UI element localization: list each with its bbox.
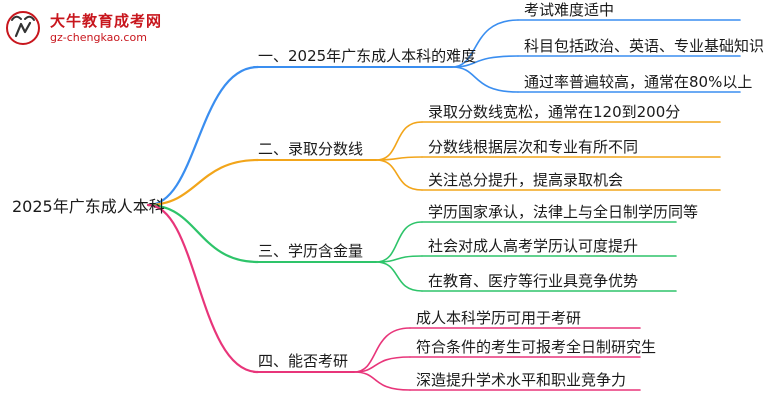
leaf-connector (451, 19, 519, 68)
leaf-connector (375, 221, 423, 263)
bull-logo-icon (6, 11, 40, 45)
leaf-connector (353, 356, 411, 373)
leaf-connector (451, 55, 519, 68)
branch-label: 二、录取分数线 (258, 140, 364, 158)
leaf-label: 符合条件的考生可报考全日制研究生 (416, 338, 657, 356)
leaf-label: 在教育、医疗等行业具竞争优势 (428, 272, 639, 290)
leaf-label: 关注总分提升，提高录取机会 (428, 171, 624, 189)
leaf-connector (353, 327, 411, 373)
leaf-connector (375, 159, 423, 191)
leaf-connector (375, 261, 423, 292)
branch-label: 四、能否考研 (258, 352, 349, 370)
leaf-label: 社会对成人高考学历认可度提升 (428, 237, 639, 255)
logo-url: gz-chengkao.com (50, 31, 147, 44)
root-topic: 2025年广东成人本科 (12, 197, 165, 216)
leaf-label: 通过率普遍较高，通常在80%以上 (524, 73, 753, 91)
leaf-label: 成人本科学历可用于考研 (416, 309, 582, 327)
leaf-label: 考试难度适中 (524, 1, 615, 19)
leaf-label: 录取分数线宽松，通常在120到200分 (428, 103, 681, 121)
branch-label: 三、学历含金量 (258, 242, 364, 260)
branch-connector (146, 203, 260, 264)
leaf-label: 科目包括政治、英语、专业基础知识 (524, 37, 764, 55)
leaf-connector (353, 371, 411, 391)
leaf-connector (375, 121, 423, 161)
branch-label: 一、2025年广东成人本科的难度 (258, 47, 477, 65)
leaf-label: 学历国家承认，法律上与全日制学历同等 (428, 203, 699, 221)
branch-connector (146, 65, 260, 207)
leaf-label: 深造提升学术水平和职业竞争力 (416, 371, 627, 389)
site-logo[interactable]: 大牛教育成考网 gz-chengkao.com (4, 8, 174, 50)
leaf-connector (451, 66, 519, 93)
leaf-connector (375, 255, 423, 263)
branch-connector (146, 203, 260, 374)
branch-connector (146, 158, 260, 207)
logo-title: 大牛教育成考网 (50, 12, 163, 30)
leaf-label: 分数线根据层次和专业有所不同 (428, 138, 639, 156)
